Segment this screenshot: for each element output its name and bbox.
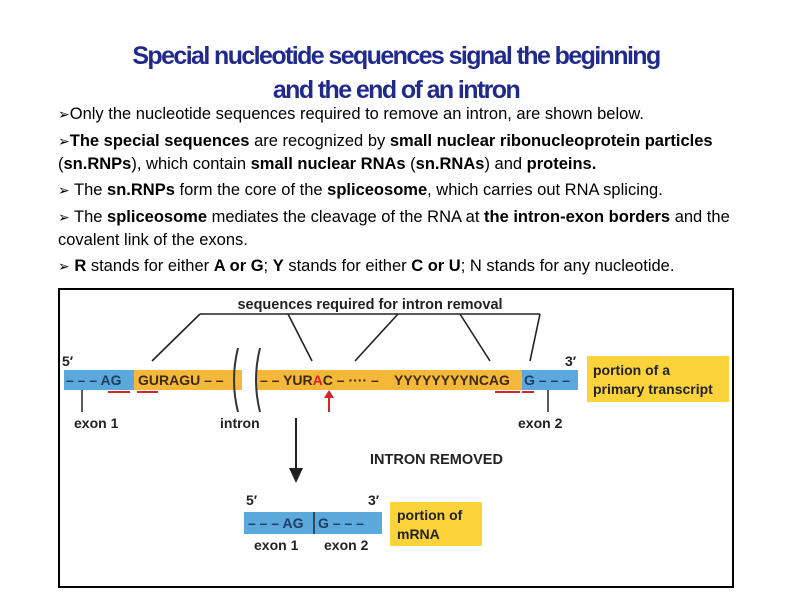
bullet-arrow-icon: ➢ (58, 210, 70, 226)
bullet-text-run: ( (58, 155, 64, 173)
bullet-text-run: mediates the cleavage of the RNA at (207, 208, 485, 226)
bullet-text-run: A or G (213, 257, 264, 275)
exon1-label: exon 1 (74, 415, 119, 431)
break-mark-right (255, 347, 261, 413)
bullet-text-run: sn.RNPs (107, 181, 175, 199)
bullet-text-run: form the core of the (174, 181, 328, 199)
branch-post: C – ···· – (323, 372, 379, 388)
bullet-text-run: sn.RNPs (63, 155, 132, 173)
mrna-label-1: portion of (397, 507, 463, 523)
bullet-item: ➢ The sn.RNPs form the core of the splic… (58, 179, 780, 202)
bullet-text-run: Y (272, 257, 284, 275)
intron-3-sequence: YYYYYYYYNCAG (394, 372, 510, 388)
intron-label: intron (220, 415, 260, 431)
bullet-text-run: The (69, 208, 108, 226)
branch-point-a: A (313, 372, 323, 388)
bullet-text-run: , which carries out RNA splicing. (427, 181, 663, 199)
bullet-text-run: The special sequences (69, 132, 250, 150)
mrna-exon1-seq: – – – AG (248, 515, 304, 531)
figure-header: sequences required for intron removal (237, 297, 502, 313)
exon2-bar (522, 370, 578, 390)
bullet-text-run: C or U (411, 257, 461, 275)
bullet-item: ➢ The spliceosome mediates the cleavage … (58, 206, 780, 251)
bullet-text-run: ) and (484, 155, 527, 173)
splicing-figure: sequences required for intron removal 5′… (58, 288, 734, 588)
intron-branch-sequence: – – YURAC – ···· – (260, 372, 379, 388)
bullet-arrow-icon: ➢ (58, 259, 70, 275)
splicing-diagram: sequences required for intron removal 5′… (62, 297, 729, 553)
bullet-text-run: The (69, 181, 108, 199)
bullet-item: ➢Only the nucleotide sequences required … (58, 103, 780, 126)
intron-removed-label: INTRON REMOVED (370, 452, 503, 468)
exon2-label: exon 2 (518, 415, 563, 431)
bullet-text-run: ; N stands for any nucleotide. (460, 257, 675, 275)
mrna-exon1-label: exon 1 (254, 537, 299, 553)
bullet-text-run: and the covalent link of the exons. (58, 208, 730, 249)
bullet-text-run: stands for either (86, 257, 214, 275)
bullet-text-run: ( (405, 155, 416, 173)
bullet-text-run: stands for either (283, 257, 412, 275)
bullet-arrow-icon: ➢ (58, 134, 70, 150)
bullet-text-run: spliceosome (327, 181, 428, 199)
three-prime-label: 3′ (565, 353, 577, 369)
mrna-five-prime: 5′ (246, 492, 258, 508)
intron-start-bar (134, 370, 242, 390)
bullet-text-run: ; (263, 257, 273, 275)
five-prime-label: 5′ (62, 353, 74, 369)
bullet-arrow-icon: ➢ (58, 107, 70, 123)
primary-transcript-label-2: primary transcript (593, 381, 713, 397)
branch-pre: – – YUR (260, 372, 313, 388)
mrna-exon2-label: exon 2 (324, 537, 369, 553)
primary-transcript-label-1: portion of a (593, 362, 670, 378)
bullet-text-run: R (74, 257, 87, 275)
branch-point-arrow (324, 390, 334, 412)
bullet-text-run: spliceosome (107, 208, 208, 226)
exon2-sequence: G – – – (524, 372, 570, 388)
intron-end-bar (256, 370, 522, 390)
removal-arrow-head (289, 468, 303, 483)
mrna-bar (244, 512, 382, 534)
bullet-arrow-icon: ➢ (58, 183, 70, 199)
exon1-bar (64, 370, 134, 390)
bullet-text-run: are recognized by (249, 132, 390, 150)
slide-title-line-2: and the end of an intron (272, 76, 521, 104)
bullet-text-run: small nuclear RNAs (250, 155, 406, 173)
mrna-exon2-seq: G – – – (318, 515, 364, 531)
bullet-text-run: ), which contain (131, 155, 251, 173)
bullet-item: ➢The special sequences are recognized by… (58, 130, 780, 175)
bullet-item: ➢ R stands for either A or G; Y stands f… (58, 255, 780, 278)
primary-transcript-box (587, 356, 729, 402)
mrna-three-prime: 3′ (368, 492, 380, 508)
header-bracket (151, 313, 541, 362)
bullet-text-run: small nuclear ribonucleoprotein particle… (389, 132, 713, 150)
exon1-sequence: – – – AG (66, 372, 122, 388)
bullet-list: ➢Only the nucleotide sequences required … (58, 103, 780, 282)
bullet-text-run: the intron-exon borders (484, 208, 671, 226)
bullet-text-run: proteins. (526, 155, 597, 173)
mrna-box (390, 502, 482, 546)
mrna-label-2: mRNA (397, 526, 440, 542)
bullet-text-run: Only the nucleotide sequences required t… (69, 105, 644, 123)
slide-title-line-1: Special nucleotide sequences signal the … (132, 42, 661, 70)
break-mark-left (233, 347, 239, 413)
bullet-text-run: sn.RNAs (415, 155, 485, 173)
intron-5-sequence: GURAGU – – (138, 372, 224, 388)
